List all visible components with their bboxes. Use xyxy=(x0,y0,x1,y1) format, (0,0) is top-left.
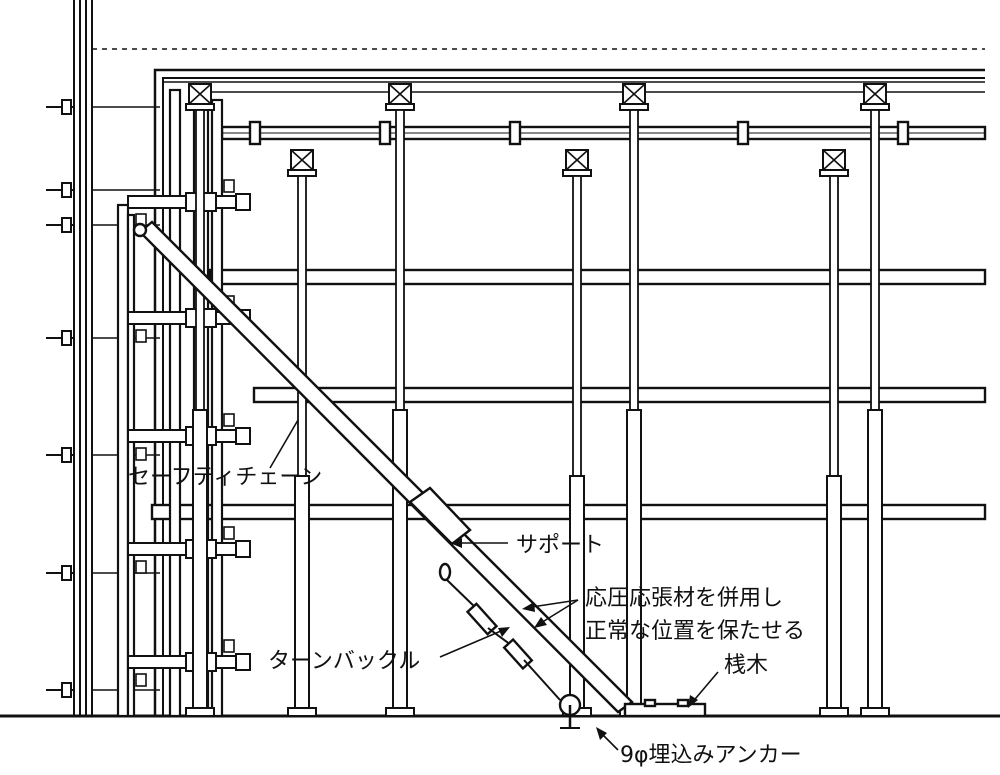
support-prop xyxy=(819,149,849,717)
leader-lines xyxy=(269,419,719,751)
form-tie xyxy=(46,99,160,115)
timber-block xyxy=(623,698,707,718)
top-beam xyxy=(153,68,985,716)
supports xyxy=(185,83,890,717)
label-support: サポート xyxy=(516,533,604,558)
waler-bolt xyxy=(127,526,251,574)
label-timber: 桟木 xyxy=(724,653,768,678)
left-wall-form xyxy=(73,0,93,716)
support-prop xyxy=(619,83,649,717)
support-prop xyxy=(287,149,317,717)
waler-bolt xyxy=(127,179,251,227)
form-tie xyxy=(46,682,160,698)
wall-walers xyxy=(127,179,251,687)
label-note-line1: 応圧応張材を併用し xyxy=(585,586,783,611)
support-prop xyxy=(185,83,215,717)
waler-bolt xyxy=(127,413,251,461)
secondary-beam xyxy=(220,120,987,146)
waler-bolt xyxy=(127,295,251,343)
support-prop xyxy=(860,83,890,717)
diagonal-brace xyxy=(132,220,634,714)
label-safety-chain: セーフティチェーン xyxy=(128,465,322,490)
anchor xyxy=(560,705,580,729)
label-anchor: 9φ埋込みアンカー xyxy=(620,743,802,768)
label-note-line2: 正常な位置を保たせる xyxy=(585,619,805,644)
wall-form-ties xyxy=(46,99,160,698)
waler-bolt xyxy=(127,639,251,687)
form-tie xyxy=(46,182,160,198)
label-turnbuckle: ターンバックル xyxy=(268,649,420,674)
